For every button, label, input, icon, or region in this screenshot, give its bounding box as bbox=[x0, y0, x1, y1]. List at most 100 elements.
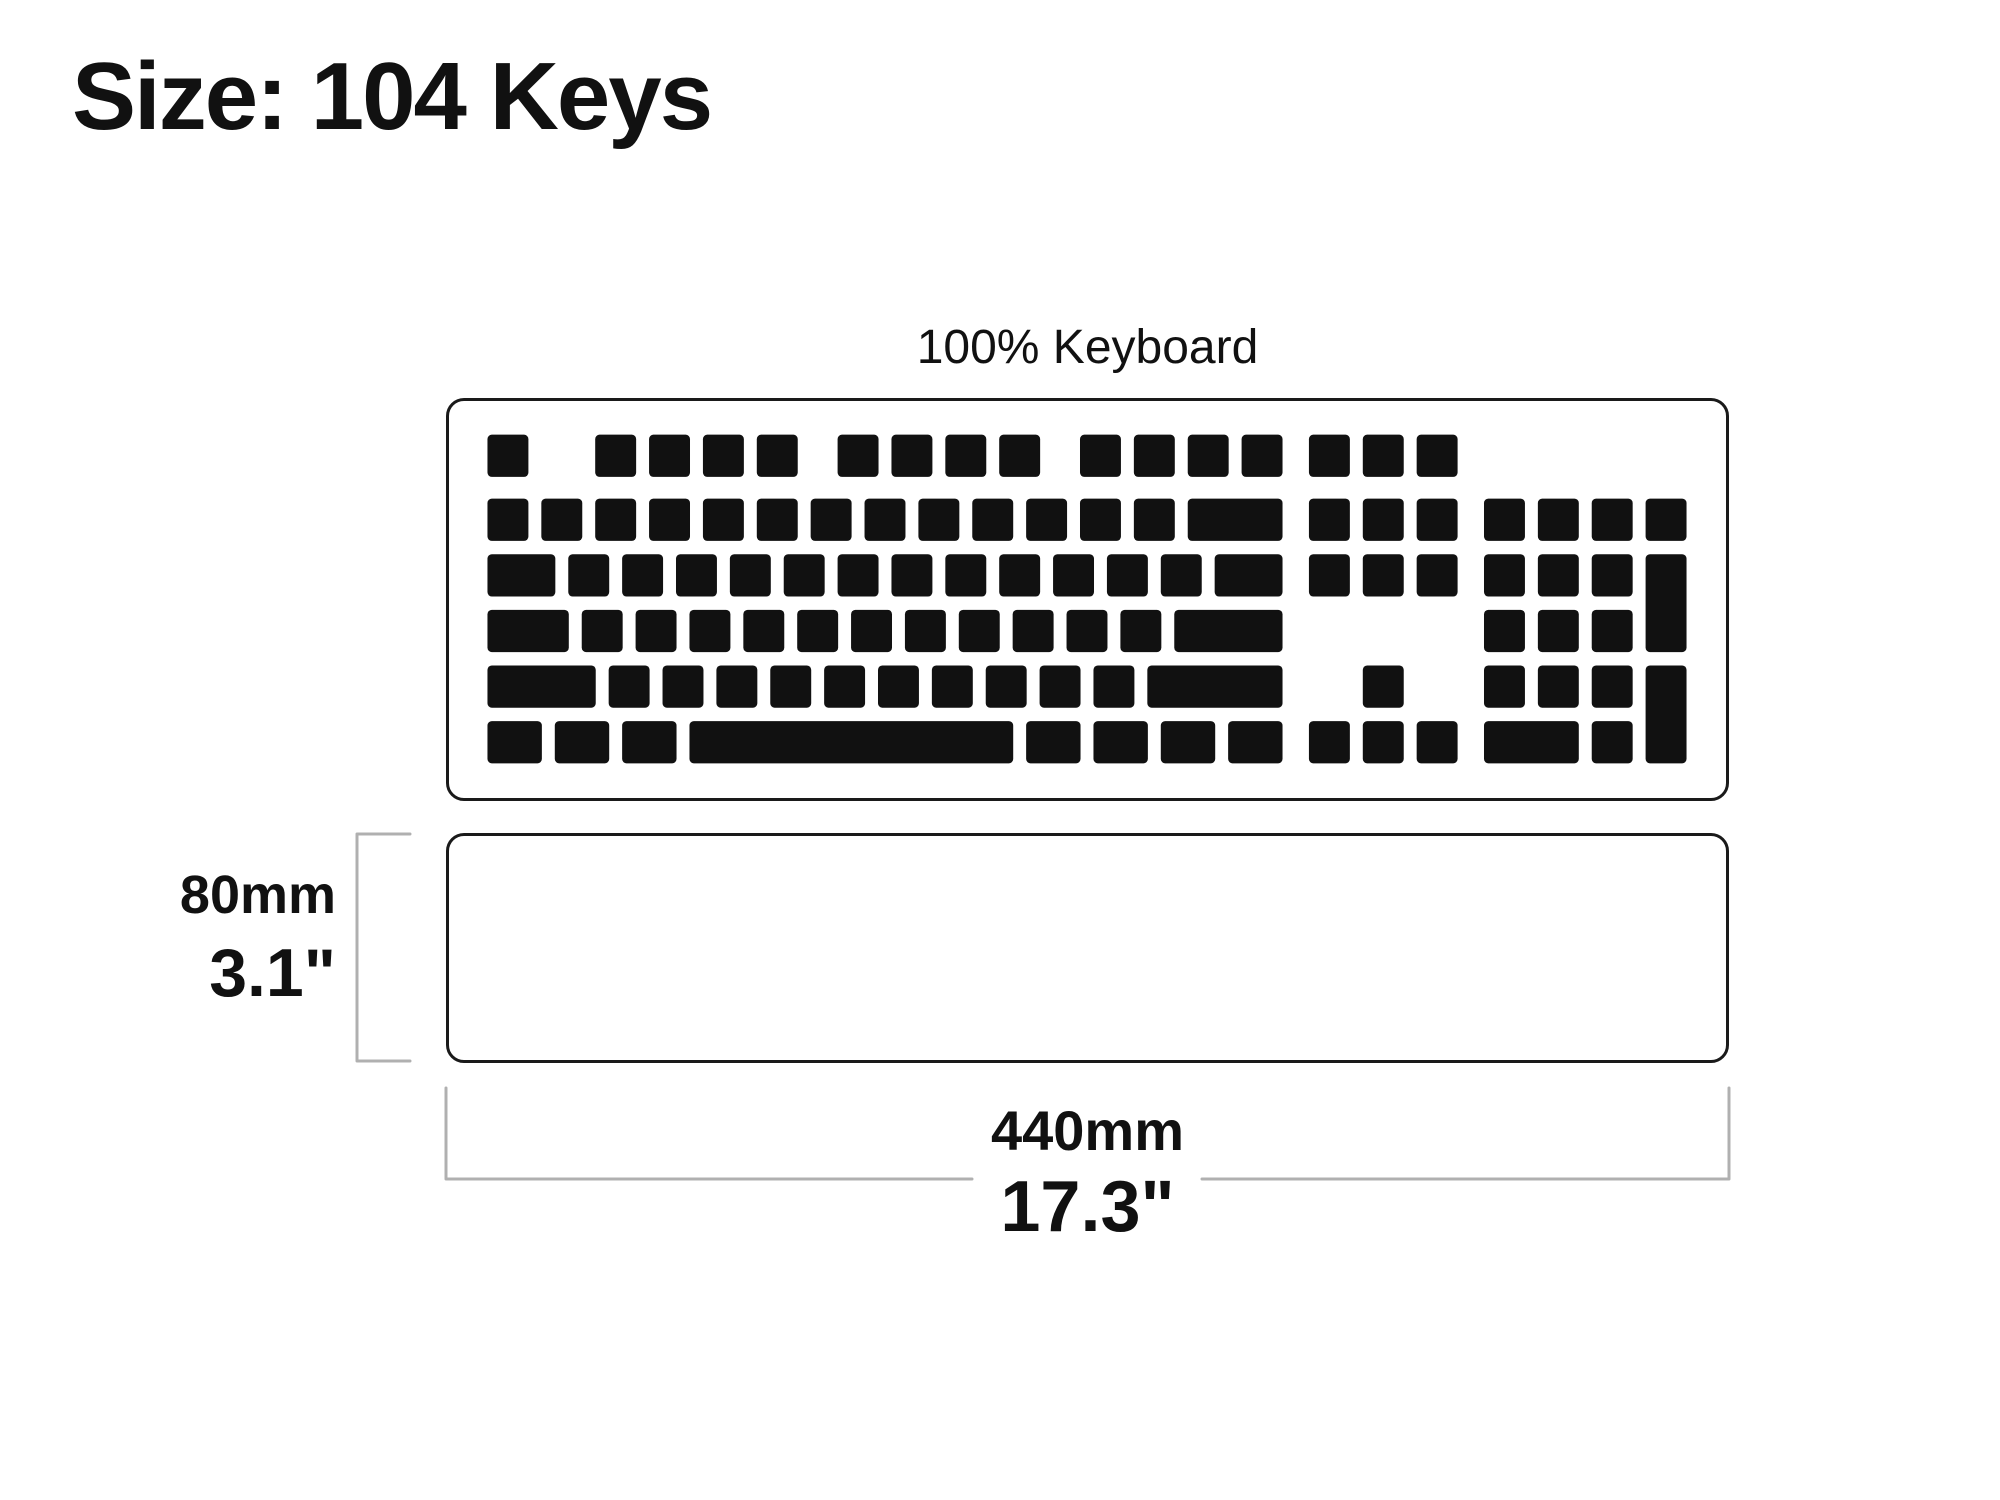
keyboard-key bbox=[824, 665, 866, 708]
keyboard-key bbox=[541, 498, 583, 541]
keyboard-key bbox=[487, 434, 529, 477]
keyboard-key bbox=[783, 554, 825, 597]
keyboard-key bbox=[595, 434, 637, 477]
width-mm-label: 440mm bbox=[990, 1099, 1185, 1162]
keyboard-key bbox=[1591, 554, 1633, 597]
keyboard-key bbox=[1026, 498, 1068, 541]
keyboard-key bbox=[689, 721, 1014, 764]
keyboard-key bbox=[1308, 554, 1350, 597]
keyboard-key bbox=[1645, 498, 1687, 541]
keyboard-key bbox=[904, 609, 946, 653]
keyboard-key bbox=[1187, 498, 1283, 541]
keyboard-key bbox=[662, 665, 704, 708]
height-dimension-labels: 80mm 3.1" bbox=[60, 864, 336, 1011]
keyboard-key bbox=[1187, 434, 1229, 477]
keyboard-key bbox=[1308, 498, 1350, 541]
keyboard-key bbox=[568, 554, 610, 597]
keyboard-key bbox=[1079, 498, 1121, 541]
keyboard-key bbox=[622, 721, 677, 764]
keyboard-key bbox=[487, 665, 596, 708]
keyboard-key bbox=[756, 498, 798, 541]
keyboard-key bbox=[1026, 721, 1081, 764]
keyboard-key bbox=[756, 434, 798, 477]
keyboard-key bbox=[851, 609, 893, 653]
keyboard-key bbox=[1537, 554, 1579, 597]
keyboard-key bbox=[1160, 554, 1202, 597]
keyboard-key bbox=[1120, 609, 1162, 653]
keyboard-key bbox=[608, 665, 650, 708]
keyboard-key bbox=[1039, 665, 1081, 708]
keyboard-key bbox=[1537, 498, 1579, 541]
keyboard-key bbox=[1228, 721, 1283, 764]
keyboard-key bbox=[622, 554, 664, 597]
keyboard-key bbox=[985, 665, 1027, 708]
keyboard-key bbox=[1093, 665, 1135, 708]
keyboard-key bbox=[1645, 554, 1687, 653]
keyboard-key bbox=[1362, 721, 1404, 764]
keyboard-key bbox=[1106, 554, 1148, 597]
keyboard-key bbox=[810, 498, 852, 541]
keyboard-key bbox=[1591, 665, 1633, 708]
keyboard-key bbox=[743, 609, 785, 653]
keyboard-key bbox=[999, 434, 1041, 477]
keyboard-key bbox=[864, 498, 906, 541]
keyboard-key bbox=[1308, 721, 1350, 764]
keyboard-key bbox=[1483, 498, 1525, 541]
keyboard-key bbox=[1483, 665, 1525, 708]
keyboard-type-label: 100% Keyboard bbox=[916, 321, 1259, 374]
keyboard-key bbox=[891, 554, 933, 597]
height-mm-label: 80mm bbox=[179, 865, 336, 925]
keyboard-key bbox=[487, 609, 569, 653]
keyboard-footprint-outline bbox=[446, 833, 1729, 1063]
keyboard-key bbox=[702, 498, 744, 541]
keyboard-key bbox=[1645, 665, 1687, 764]
width-dimension-bracket bbox=[444, 1086, 1731, 1181]
keyboard-key bbox=[702, 434, 744, 477]
keyboard-key bbox=[1591, 721, 1633, 764]
keyboard-key bbox=[1483, 721, 1579, 764]
keyboard-key bbox=[918, 498, 960, 541]
keyboard-key bbox=[1147, 665, 1283, 708]
keyboard-key bbox=[837, 554, 879, 597]
keyboard-key bbox=[770, 665, 812, 708]
keyboard-key bbox=[1174, 609, 1283, 653]
keyboard-key bbox=[1483, 609, 1525, 653]
keyboard-key bbox=[689, 609, 731, 653]
keyboard-key bbox=[1591, 609, 1633, 653]
keyboard-key bbox=[675, 554, 717, 597]
keyboard-key bbox=[649, 498, 691, 541]
keyboard-key bbox=[487, 721, 542, 764]
keyboard-key bbox=[1591, 498, 1633, 541]
keyboard-key bbox=[1537, 609, 1579, 653]
keyboard-key bbox=[1133, 434, 1175, 477]
keyboard-key bbox=[1416, 498, 1458, 541]
keyboard-key bbox=[837, 434, 879, 477]
keyboard-key bbox=[1160, 721, 1216, 764]
keyboard-key bbox=[958, 609, 1000, 653]
height-dimension-bracket bbox=[355, 832, 412, 1063]
keyboard-key bbox=[972, 498, 1014, 541]
keyboard-key bbox=[729, 554, 771, 597]
keyboard-key bbox=[1537, 665, 1579, 708]
width-inches-label: 17.3" bbox=[1000, 1167, 1175, 1247]
keyboard-key bbox=[1066, 609, 1108, 653]
keyboard-key bbox=[1079, 434, 1121, 477]
height-inches-label: 3.1" bbox=[209, 935, 336, 1012]
keyboard-key bbox=[1133, 498, 1175, 541]
keyboard-key bbox=[595, 498, 637, 541]
keyboard-key bbox=[487, 498, 529, 541]
keyboard-keys bbox=[487, 434, 1687, 764]
keyboard-key bbox=[554, 721, 610, 764]
keyboard-key bbox=[649, 434, 691, 477]
keyboard-key bbox=[931, 665, 973, 708]
keyboard-key bbox=[1093, 721, 1148, 764]
keyboard-key bbox=[1362, 498, 1404, 541]
keyboard-key bbox=[1214, 554, 1283, 597]
keyboard-key bbox=[945, 554, 987, 597]
keyboard-key bbox=[1483, 554, 1525, 597]
keyboard-key bbox=[635, 609, 677, 653]
keyboard-top-view-outline bbox=[446, 398, 1729, 801]
keyboard-key bbox=[1416, 721, 1458, 764]
keyboard-key bbox=[1416, 554, 1458, 597]
